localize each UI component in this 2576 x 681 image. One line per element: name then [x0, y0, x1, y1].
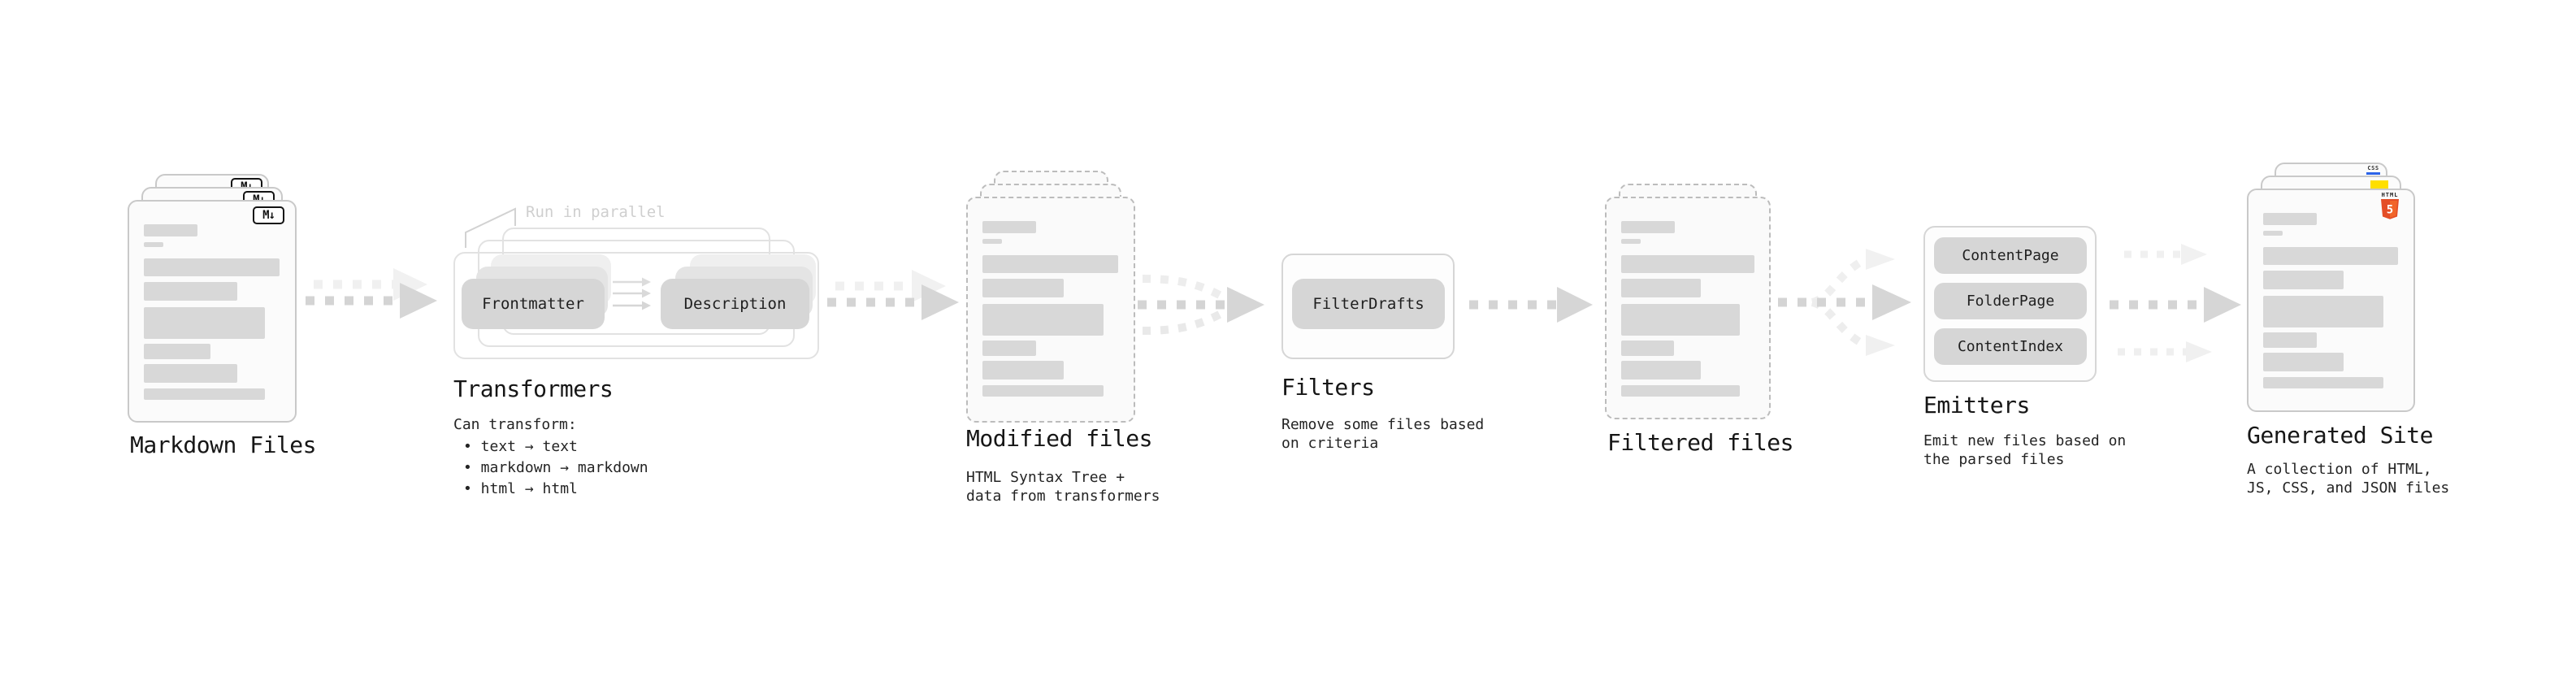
arrow-markdown-to-transformers: [306, 268, 437, 319]
generated-html-file-card: HTML 5: [2247, 189, 2415, 412]
stage-title-generated-site: Generated Site: [2247, 422, 2434, 449]
transformer-run-box-front: [453, 252, 819, 359]
transformers-bullet-list: • text → text • markdown → markdown • ht…: [463, 436, 648, 500]
modified-files-description: HTML Syntax Tree + data from transformer…: [966, 469, 1160, 505]
bullet-markdown-to-markdown: • markdown → markdown: [463, 459, 648, 476]
arrow-modified-to-filters: [1138, 275, 1264, 335]
generated-site-description: A collection of HTML, JS, CSS, and JSON …: [2247, 461, 2450, 497]
stage-title-modified-files: Modified files: [966, 425, 1153, 452]
frontmatter-pill: Frontmatter: [462, 279, 605, 329]
stage-title-filters: Filters: [1281, 374, 1375, 401]
markdown-icon: M↓: [253, 206, 284, 224]
arrow-filters-to-filtered: [1469, 287, 1593, 323]
content-index-pill: ContentIndex: [1934, 328, 2087, 365]
run-in-parallel-leader-line: [465, 207, 516, 248]
html5-icon: HTML 5: [2379, 193, 2400, 223]
document-text-placeholder: [982, 221, 1119, 397]
run-in-parallel-annotation: Run in parallel: [526, 203, 666, 221]
folder-page-pill: FolderPage: [1934, 283, 2087, 319]
document-text-placeholder: [144, 224, 280, 400]
filters-description: Remove some files based on criteria: [1281, 416, 1485, 452]
document-text-placeholder: [2263, 213, 2399, 388]
stage-title-markdown-files: Markdown Files: [130, 432, 317, 458]
document-text-placeholder: [1621, 221, 1754, 397]
stage-title-filtered-files: Filtered files: [1607, 429, 1794, 456]
stage-title-emitters: Emitters: [1923, 392, 2030, 419]
emitters-description: Emit new files based on the parsed files: [1923, 432, 2127, 468]
arrow-filtered-to-emitters: [1778, 249, 1911, 356]
modified-file-card-front: [966, 197, 1135, 423]
markdown-file-card-front: M↓: [128, 200, 297, 423]
content-page-pill: ContentPage: [1934, 237, 2087, 274]
transform-flow-arrows: [613, 277, 651, 310]
arrow-transformers-to-modified: [827, 270, 959, 320]
transformers-note-heading: Can transform:: [453, 416, 577, 433]
stage-title-transformers: Transformers: [453, 375, 614, 402]
javascript-icon: [2370, 180, 2388, 189]
bullet-html-to-html: • html → html: [463, 480, 578, 497]
filtered-file-card-front: [1605, 197, 1771, 419]
bullet-text-to-text: • text → text: [463, 438, 578, 455]
filter-drafts-pill: FilterDrafts: [1292, 279, 1445, 329]
description-pill: Description: [661, 279, 809, 329]
arrow-emitters-to-generated: [2110, 244, 2241, 362]
css-icon: CSS: [2366, 166, 2380, 175]
svg-text:5: 5: [2387, 204, 2393, 217]
